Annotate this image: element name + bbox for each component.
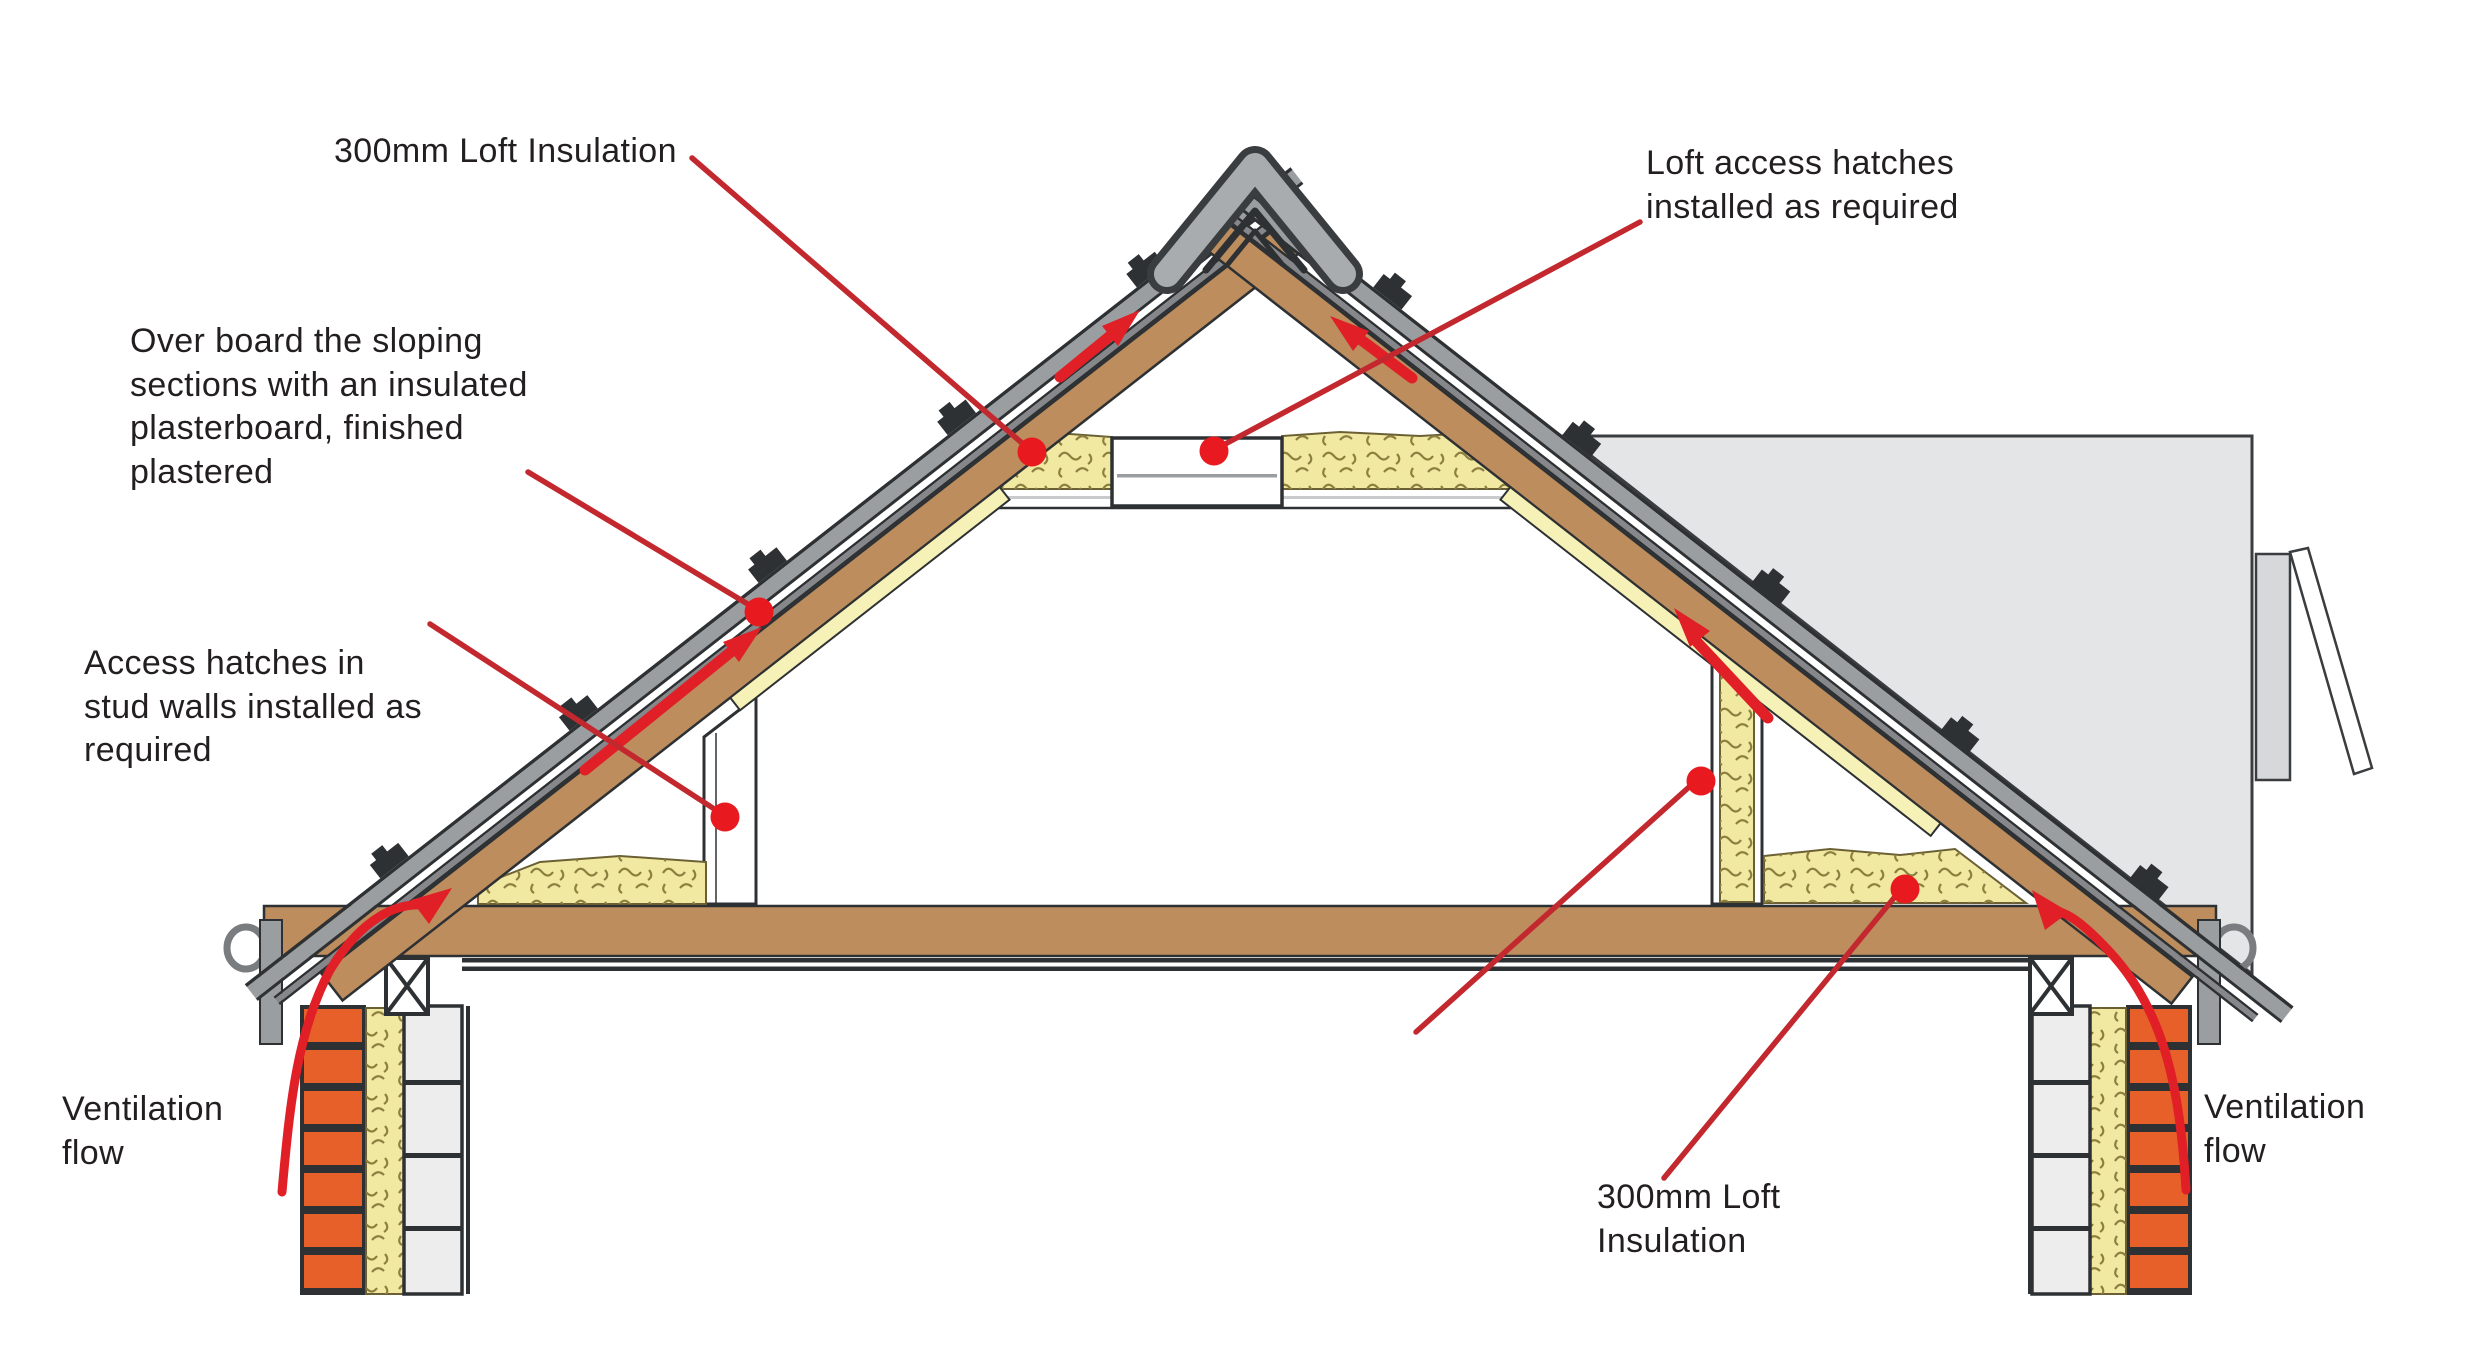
callout-dot-loft-hatch	[1199, 436, 1229, 466]
label-loft-insulation-top: 300mm Loft Insulation	[334, 132, 677, 170]
label-loft-access-hatches: Loft access hatches installed as require…	[1646, 144, 1959, 226]
wall-plate	[2028, 956, 2074, 1016]
loft-access-hatch	[1110, 436, 1284, 508]
label-access-hatches-stud: Access hatches in stud walls installed a…	[84, 644, 423, 770]
block-inner-leaf	[402, 1004, 464, 1296]
ventilation-arrow-left-eaves	[277, 900, 435, 1197]
loft-floor-deck	[262, 904, 2218, 971]
roof-tiles	[246, 170, 1302, 999]
callouts	[427, 155, 1920, 1181]
wall-plate	[384, 956, 430, 1016]
tile-clips	[369, 251, 1166, 879]
callout-line-loft-insulation-top	[689, 155, 1033, 453]
callout-line-access-hatches-stud	[427, 621, 725, 817]
downpipe-panel	[2254, 552, 2292, 782]
ventilation-arrow-right-eaves	[2043, 905, 2191, 1195]
roof-tiles	[1222, 181, 2292, 1021]
callout-dot-floor-insulation	[1890, 874, 1920, 904]
callout-line-loft-access-hatch	[1211, 219, 1643, 453]
ventilation-arrow-right-mid	[1691, 636, 1774, 724]
roof-slope-left	[244, 167, 1326, 1005]
callout-dot-sloping-board	[744, 597, 774, 627]
ridge-cap	[1147, 146, 1363, 294]
roof-slope-right	[1184, 178, 2294, 1023]
adjacent-building	[1561, 434, 2374, 978]
right-floor-insulation	[1763, 847, 2029, 904]
block-inner-leaf	[2030, 1004, 2092, 1296]
left-floor-insulation	[477, 854, 707, 905]
label-ventilation-flow-left: Ventilation flow	[62, 1090, 224, 1172]
callout-line-over-board	[525, 469, 759, 612]
leaning-lath	[2288, 546, 2374, 776]
left-stud-wall	[702, 693, 758, 906]
label-ventilation-flow-right: Ventilation flow	[2204, 1088, 2366, 1170]
label-over-board: Over board the sloping sections with an …	[130, 322, 528, 491]
battens-membrane	[1211, 202, 2258, 1021]
label-loft-insulation-bottom: 300mm Loft Insulation	[1597, 1178, 1781, 1260]
ventilation-arrow-left-mid	[579, 641, 743, 776]
callout-dot-right-stud-wall	[1686, 766, 1716, 796]
insulated-plasterboard	[728, 485, 1011, 712]
callout-line-stud-insulation	[1413, 776, 1701, 1035]
left-cavity-wall	[300, 956, 470, 1296]
ventilation-arrow-left-top	[1054, 326, 1121, 383]
right-stud-wall	[1710, 648, 1764, 906]
brick-outer-leaf	[304, 1009, 362, 1288]
right-cavity-wall	[2028, 956, 2192, 1296]
wall-lining	[466, 1006, 470, 1294]
wall-lining	[2028, 1006, 2032, 1294]
battens-membrane	[275, 197, 1305, 1004]
callout-line-loft-insulation-bottom	[1661, 884, 1906, 1181]
callout-dot-collar-insulation	[1017, 437, 1047, 467]
tile-clips	[1373, 272, 2169, 901]
callout-dot-left-stud-wall	[710, 802, 740, 832]
